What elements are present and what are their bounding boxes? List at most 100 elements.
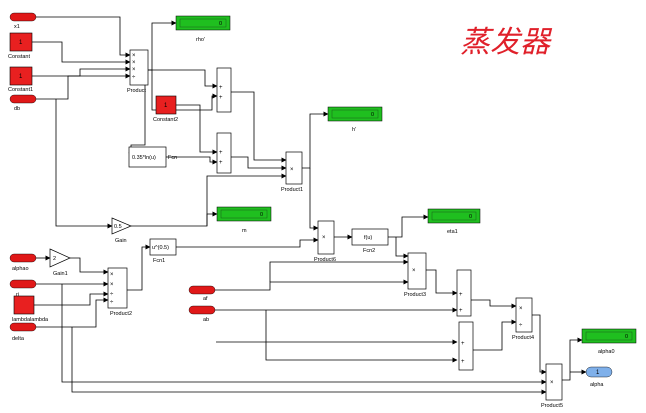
inport-ab[interactable]: ab bbox=[188, 305, 216, 323]
inport-label: alphao bbox=[12, 266, 29, 272]
svg-text:×: × bbox=[110, 272, 114, 278]
outport-number: 1 bbox=[596, 370, 600, 376]
svg-text:×: × bbox=[550, 380, 554, 386]
block-label: Gain bbox=[115, 238, 127, 244]
fcn-block[interactable]: 0.35*ln(u) Fcn bbox=[128, 146, 177, 168]
inport-af[interactable]: af bbox=[188, 285, 216, 302]
product3-block[interactable]: × Product3 bbox=[404, 252, 427, 298]
fcn1-block[interactable]: u^(0.5) Fcn1 bbox=[149, 238, 177, 264]
gain-block[interactable]: 0.5 Gain bbox=[111, 217, 132, 244]
inport-alphao[interactable]: alphao bbox=[9, 253, 37, 272]
svg-text:0: 0 bbox=[469, 214, 472, 220]
product5-block[interactable]: × Product5 bbox=[541, 363, 563, 409]
display-eta[interactable]: 0 eta1 bbox=[427, 208, 481, 235]
svg-text:÷: ÷ bbox=[110, 300, 114, 306]
constant1-block[interactable]: 1 Constant1 bbox=[8, 66, 33, 93]
constant-label: Constant bbox=[8, 54, 30, 60]
svg-text:+: + bbox=[219, 160, 223, 166]
fcn1-expr: u^(0.5) bbox=[152, 245, 169, 251]
block-label: Product2 bbox=[110, 311, 132, 317]
svg-text:0: 0 bbox=[260, 212, 263, 218]
display-h[interactable]: 0 h' bbox=[327, 106, 383, 133]
svg-text:+: + bbox=[219, 95, 223, 101]
svg-text:÷: ÷ bbox=[132, 75, 136, 81]
inport-db[interactable]: db bbox=[9, 94, 37, 112]
inport-label: ab bbox=[203, 317, 209, 323]
fcn2-block[interactable]: f(u) Fcn2 bbox=[351, 228, 389, 254]
gain1-value: 2 bbox=[53, 256, 56, 262]
constant1-label: Constant1 bbox=[8, 87, 33, 93]
inport-label: x1 bbox=[14, 24, 20, 30]
svg-text:×: × bbox=[132, 67, 136, 73]
product6-block[interactable]: × Product6 bbox=[314, 220, 336, 263]
block-label: Product6 bbox=[314, 257, 336, 263]
display-rho[interactable]: 0 rho' bbox=[175, 15, 231, 43]
gain1-block[interactable]: 2 Gain1 bbox=[49, 248, 71, 277]
svg-text:+: + bbox=[461, 341, 465, 347]
svg-text:×: × bbox=[132, 60, 136, 66]
svg-text:+: + bbox=[219, 85, 223, 91]
product4-block[interactable]: × ÷ Product4 bbox=[512, 297, 534, 341]
sum1-block[interactable]: + + bbox=[216, 67, 232, 113]
sum4-block[interactable]: + + bbox=[458, 321, 474, 371]
svg-text:×: × bbox=[322, 235, 326, 241]
display-label: alpha0 bbox=[598, 349, 615, 355]
outport-label: alpha bbox=[590, 382, 604, 388]
inport-label: af bbox=[203, 296, 208, 302]
wires bbox=[32, 16, 587, 395]
svg-text:0: 0 bbox=[219, 21, 222, 27]
svg-text:÷: ÷ bbox=[110, 292, 114, 298]
inport-label: delta bbox=[12, 336, 25, 342]
svg-text:×: × bbox=[132, 53, 136, 59]
display-alpha0[interactable]: 0 alpha0 bbox=[581, 328, 637, 355]
page-title: 蒸发器 bbox=[460, 25, 553, 60]
inport-ri[interactable]: ri bbox=[9, 279, 37, 298]
svg-text:+: + bbox=[459, 308, 463, 314]
inport-label: db bbox=[14, 106, 20, 112]
inport-delta[interactable]: delta bbox=[9, 322, 37, 342]
product2-block[interactable]: × × ÷ ÷ Product2 bbox=[107, 267, 132, 317]
svg-text:0: 0 bbox=[625, 334, 628, 340]
fcn-expr: 0.35*ln(u) bbox=[132, 155, 156, 161]
lambda-label: lambdalambda bbox=[12, 317, 49, 323]
svg-text:÷: ÷ bbox=[519, 323, 523, 329]
svg-text:1: 1 bbox=[19, 74, 23, 80]
svg-text:+: + bbox=[459, 292, 463, 298]
svg-text:×: × bbox=[519, 306, 523, 312]
svg-text:+: + bbox=[219, 150, 223, 156]
display-label: m bbox=[242, 228, 247, 234]
block-label: Product bbox=[127, 88, 146, 94]
svg-text:1: 1 bbox=[19, 40, 23, 46]
block-label: Product1 bbox=[281, 187, 303, 193]
outport-alpha[interactable]: 1 alpha bbox=[585, 366, 613, 388]
display-label: eta1 bbox=[447, 229, 458, 235]
constant-block[interactable]: 1 Constant bbox=[8, 32, 33, 60]
svg-text:×: × bbox=[412, 268, 416, 274]
svg-text:0: 0 bbox=[371, 112, 374, 118]
fcn2-expr: f(u) bbox=[364, 235, 372, 241]
block-label: Gain1 bbox=[53, 271, 68, 277]
inport-x1[interactable]: x1 bbox=[9, 12, 37, 30]
display-label: h' bbox=[352, 127, 356, 133]
block-label: Fcn bbox=[168, 155, 177, 161]
gain-value: 0.5 bbox=[114, 224, 122, 230]
svg-text:×: × bbox=[290, 167, 294, 173]
svg-text:+: + bbox=[461, 359, 465, 365]
block-label: Fcn1 bbox=[153, 258, 165, 264]
block-label: Fcn2 bbox=[363, 248, 375, 254]
constant2-block[interactable]: 1 Constant2 bbox=[153, 95, 178, 123]
block-label: Product5 bbox=[541, 403, 563, 409]
product1-block[interactable]: × Product1 bbox=[281, 151, 303, 193]
constant-lambda-block[interactable]: lambdalambda bbox=[12, 295, 49, 323]
block-label: Product3 bbox=[404, 292, 426, 298]
display-m[interactable]: 0 m bbox=[216, 206, 272, 234]
display-label: rho' bbox=[196, 37, 205, 43]
constant2-label: Constant2 bbox=[153, 117, 178, 123]
block-label: Product4 bbox=[512, 335, 534, 341]
sum2-block[interactable]: + + bbox=[216, 132, 232, 174]
inport-label: ri bbox=[16, 292, 19, 298]
product-block[interactable]: × × × ÷ Product bbox=[127, 49, 149, 94]
svg-text:1: 1 bbox=[164, 103, 168, 109]
sum3-block[interactable]: + + bbox=[456, 269, 472, 317]
